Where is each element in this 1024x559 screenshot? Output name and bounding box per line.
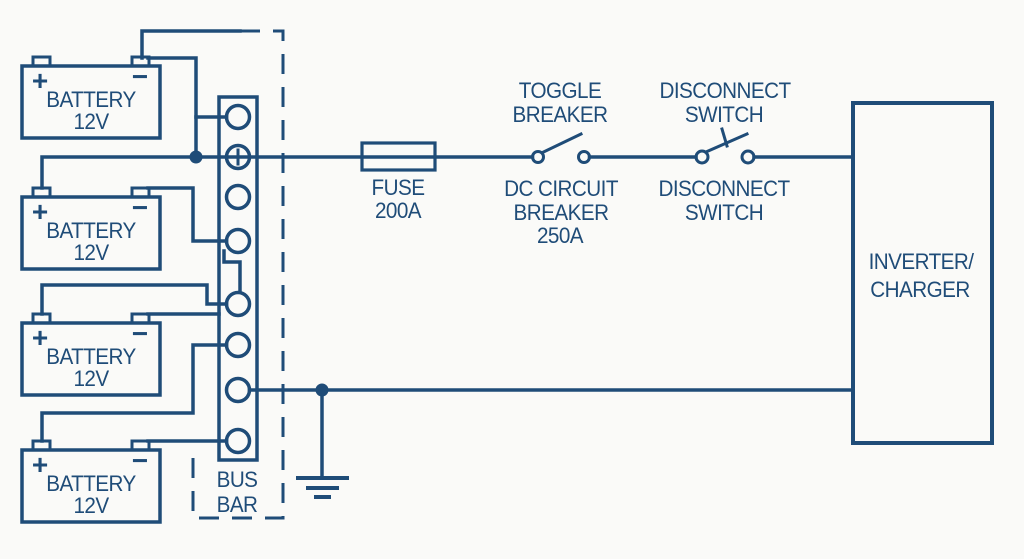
wire-terminal4-to-terminal5-jog <box>222 249 242 293</box>
breaker-contact-icon <box>531 150 545 164</box>
wire-battery1-neg-top <box>140 29 242 60</box>
battery-1-box <box>20 64 162 140</box>
battery-2-plus-sign: + <box>31 196 49 227</box>
battery-3-box <box>20 321 162 397</box>
bus-bar-terminal-icon <box>224 227 252 255</box>
battery-4-plus-sign: + <box>31 449 49 480</box>
battery-3-voltage: 12V <box>73 366 109 391</box>
fuse-label: FUSE <box>371 175 425 200</box>
battery-1-plus-sign: + <box>31 65 49 96</box>
battery-3-plus-sign: + <box>31 322 49 353</box>
battery-1-label: BATTERY <box>46 87 136 112</box>
disconnect-switch-bottom-label-line2: SWITCH <box>684 200 764 225</box>
junction-dot-icon <box>189 150 203 164</box>
junction-dot-icon <box>315 383 329 397</box>
inverter-charger-box <box>851 101 994 445</box>
battery-2-minus-sign: − <box>131 192 149 223</box>
battery-4-label: BATTERY <box>46 471 136 496</box>
dc-circuit-breaker-rating: 250A <box>536 223 584 248</box>
battery-1-symbol <box>20 55 162 140</box>
toggle-breaker-label-line2: BREAKER <box>512 102 608 127</box>
disconnect-switch-top-label-line1: DISCONNECT <box>659 78 791 103</box>
bus-bar-terminal-icon <box>224 427 252 455</box>
fuse-rating: 200A <box>374 198 422 223</box>
switch-contact-icon <box>694 149 710 165</box>
bus-bar-label-line1: BUS <box>216 467 258 492</box>
toggle-breaker-symbol-icon <box>531 131 591 164</box>
disconnect-switch-top-label-line2: SWITCH <box>684 102 764 127</box>
bus-bar-symbol <box>217 95 259 462</box>
battery-1-positive-terminal-icon <box>31 55 52 68</box>
battery-1-voltage: 12V <box>73 109 109 134</box>
wire-battery3-pos <box>40 283 229 316</box>
battery-1-minus-sign: − <box>131 61 149 92</box>
bus-bar-positive-terminal-icon <box>224 143 252 171</box>
inverter-charger-label-line2: CHARGER <box>870 277 970 302</box>
switch-blade-tick-icon <box>720 127 729 148</box>
battery-3-label: BATTERY <box>46 344 136 369</box>
switch-contact-icon <box>740 149 756 165</box>
battery-4-symbol <box>20 439 162 524</box>
inverter-charger-label-line1: INVERTER/ <box>868 249 974 274</box>
disconnect-switch-symbol-icon <box>694 127 756 165</box>
wire-battery4-pos <box>40 343 229 443</box>
wire-main-positive <box>40 155 535 190</box>
battery-2-negative-terminal-icon <box>130 186 151 199</box>
bus-bar-terminal-icon <box>224 331 252 359</box>
breaker-contact-icon <box>577 150 591 164</box>
battery-4-minus-sign: − <box>131 445 149 476</box>
bus-bar-label-line2: BAR <box>216 492 258 517</box>
disconnect-switch-bottom-label-line1: DISCONNECT <box>658 176 790 201</box>
bus-bar-terminal-icon <box>224 376 252 404</box>
battery-2-box <box>20 195 162 271</box>
wire-battery1-neg-to-busbar <box>146 56 198 159</box>
bus-bar-terminal-icon <box>224 290 252 318</box>
battery-4-box <box>20 448 162 524</box>
ground-icon <box>296 476 349 499</box>
dc-circuit-breaker-label-line2: BREAKER <box>513 200 609 225</box>
bus-bar-terminal-icon <box>224 103 252 131</box>
bus-bar-dashed-boundary <box>191 29 285 520</box>
wire-battery2-neg <box>146 186 229 243</box>
bus-bar-terminal-icon <box>224 183 252 211</box>
battery-2-voltage: 12V <box>73 240 109 265</box>
battery-4-negative-terminal-icon <box>130 439 151 452</box>
dc-circuit-breaker-label-line1: DC CIRCUIT <box>504 176 618 201</box>
breaker-blade-icon <box>540 131 584 155</box>
battery-3-negative-terminal-icon <box>130 312 151 325</box>
battery-3-minus-sign: − <box>131 318 149 349</box>
battery-2-label: BATTERY <box>46 218 136 243</box>
battery-4-voltage: 12V <box>73 493 109 518</box>
toggle-breaker-label-line1: TOGGLE <box>518 78 602 103</box>
bus-bar-box <box>217 95 259 462</box>
fuse-symbol-icon <box>360 141 437 172</box>
